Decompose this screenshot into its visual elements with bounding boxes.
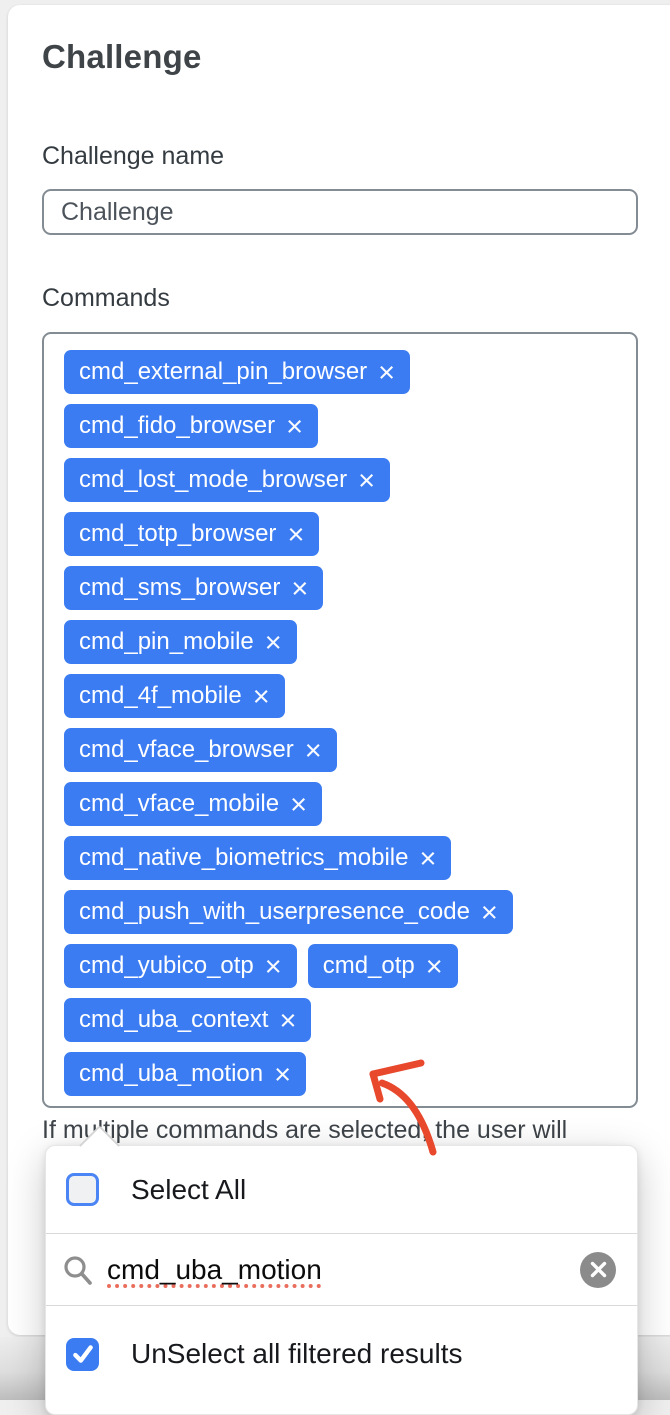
command-tag-label: cmd_4f_mobile — [79, 682, 242, 709]
remove-tag-icon[interactable]: × — [264, 950, 282, 983]
command-tag[interactable]: cmd_pin_mobile × — [64, 620, 297, 664]
command-tag[interactable]: cmd_totp_browser × — [64, 512, 320, 556]
checkmark-icon — [72, 1345, 93, 1363]
remove-tag-icon[interactable]: × — [252, 680, 270, 713]
remove-tag-icon[interactable]: × — [425, 950, 443, 983]
unselect-filtered-checkbox[interactable] — [66, 1337, 99, 1371]
search-input[interactable]: cmd_uba_motion — [107, 1253, 322, 1285]
remove-tag-icon[interactable]: × — [264, 626, 282, 659]
command-tag-label: cmd_lost_mode_browser — [79, 466, 348, 493]
commands-tag-row: cmd_vface_browser × — [64, 728, 622, 772]
search-row: cmd_uba_motion — [46, 1234, 637, 1306]
command-tag[interactable]: cmd_push_with_userpresence_code × — [64, 890, 513, 934]
commands-tag-row: cmd_sms_browser × — [64, 566, 622, 610]
command-tag[interactable]: cmd_uba_motion × — [64, 1052, 307, 1096]
command-tag-label: cmd_vface_mobile — [79, 790, 280, 817]
commands-tag-row: cmd_yubico_otp × cmd_otp × — [64, 944, 622, 988]
command-tag-label: cmd_uba_context — [79, 1006, 269, 1033]
commands-tag-container: cmd_external_pin_browser×cmd_fido_browse… — [64, 350, 622, 1096]
commands-multiselect[interactable]: cmd_external_pin_browser×cmd_fido_browse… — [42, 332, 638, 1108]
red-annotation-arrow — [369, 1059, 437, 1156]
command-tag-label: cmd_vface_browser — [79, 736, 294, 763]
clear-search-button[interactable] — [580, 1251, 616, 1288]
remove-tag-icon[interactable]: × — [286, 410, 304, 443]
remove-tag-icon[interactable]: × — [291, 572, 309, 605]
commands-tag-row: cmd_lost_mode_browser × — [64, 458, 622, 502]
command-tag[interactable]: cmd_vface_mobile × — [64, 782, 323, 826]
command-tag-label: cmd_sms_browser — [79, 574, 281, 601]
remove-tag-icon[interactable]: × — [279, 1004, 297, 1037]
remove-tag-icon[interactable]: × — [274, 1058, 292, 1091]
command-tag-label: cmd_external_pin_browser — [79, 358, 368, 385]
command-tag[interactable]: cmd_sms_browser × — [64, 566, 324, 610]
commands-tag-row: cmd_totp_browser × — [64, 512, 622, 556]
commands-tag-row: cmd_uba_motion × — [64, 1052, 622, 1096]
commands-tag-row: cmd_external_pin_browser × — [64, 350, 622, 394]
command-tag-label: cmd_yubico_otp — [79, 952, 254, 979]
commands-tag-row: cmd_vface_mobile × — [64, 782, 622, 826]
unselect-filtered-option[interactable]: UnSelect all filtered results — [46, 1306, 637, 1402]
command-tag[interactable]: cmd_otp × — [307, 944, 458, 988]
challenge-name-input[interactable]: Challenge — [42, 189, 638, 235]
challenge-name-value: Challenge — [61, 198, 174, 226]
commands-dropdown: Select All cmd_uba_motion UnSelect all f… — [45, 1124, 638, 1415]
command-tag[interactable]: cmd_vface_browser × — [64, 728, 337, 772]
command-tag-label: cmd_fido_browser — [79, 412, 276, 439]
remove-tag-icon[interactable]: × — [358, 464, 376, 497]
command-tag-label: cmd_otp — [322, 952, 415, 979]
unselect-filtered-label: UnSelect all filtered results — [131, 1338, 463, 1369]
command-tag[interactable]: cmd_lost_mode_browser × — [64, 458, 391, 502]
helper-text: If multiple commands are selected, the u… — [42, 1116, 568, 1144]
commands-tag-row: cmd_4f_mobile × — [64, 674, 622, 718]
challenge-form-card: Challenge Challenge name Challenge Comma… — [8, 5, 670, 1335]
page-title: Challenge — [42, 38, 202, 75]
commands-tag-row: cmd_native_biometrics_mobile × — [64, 836, 622, 880]
command-tag[interactable]: cmd_uba_context × — [64, 998, 312, 1042]
remove-tag-icon[interactable]: × — [304, 734, 322, 767]
commands-label: Commands — [42, 284, 170, 312]
remove-tag-icon[interactable]: × — [290, 788, 308, 821]
remove-tag-icon[interactable]: × — [419, 842, 437, 875]
commands-tag-row: cmd_fido_browser × — [64, 404, 622, 448]
command-tag[interactable]: cmd_yubico_otp × — [64, 944, 297, 988]
remove-tag-icon[interactable]: × — [378, 356, 396, 389]
command-tag-label: cmd_uba_motion — [79, 1060, 264, 1087]
remove-tag-icon[interactable]: × — [480, 896, 498, 929]
command-tag-label: cmd_native_biometrics_mobile — [79, 844, 409, 871]
command-tag[interactable]: cmd_native_biometrics_mobile × — [64, 836, 452, 880]
search-icon — [64, 1255, 92, 1285]
challenge-name-label: Challenge name — [42, 142, 225, 170]
command-tag[interactable]: cmd_4f_mobile × — [64, 674, 285, 718]
command-tag[interactable]: cmd_external_pin_browser × — [64, 350, 411, 394]
commands-tag-row: cmd_push_with_userpresence_code × — [64, 890, 622, 934]
command-tag[interactable]: cmd_fido_browser × — [64, 404, 319, 448]
command-tag-label: cmd_pin_mobile — [79, 628, 254, 655]
select-all-checkbox[interactable] — [66, 1173, 99, 1206]
commands-tag-row: cmd_uba_context × — [64, 998, 622, 1042]
clear-icon — [590, 1261, 606, 1278]
select-all-label: Select All — [131, 1173, 247, 1205]
command-tag-label: cmd_totp_browser — [79, 520, 277, 547]
commands-tag-row: cmd_pin_mobile × — [64, 620, 622, 664]
select-all-option[interactable]: Select All — [46, 1146, 637, 1234]
command-tag-label: cmd_push_with_userpresence_code — [79, 898, 470, 925]
remove-tag-icon[interactable]: × — [287, 518, 305, 551]
